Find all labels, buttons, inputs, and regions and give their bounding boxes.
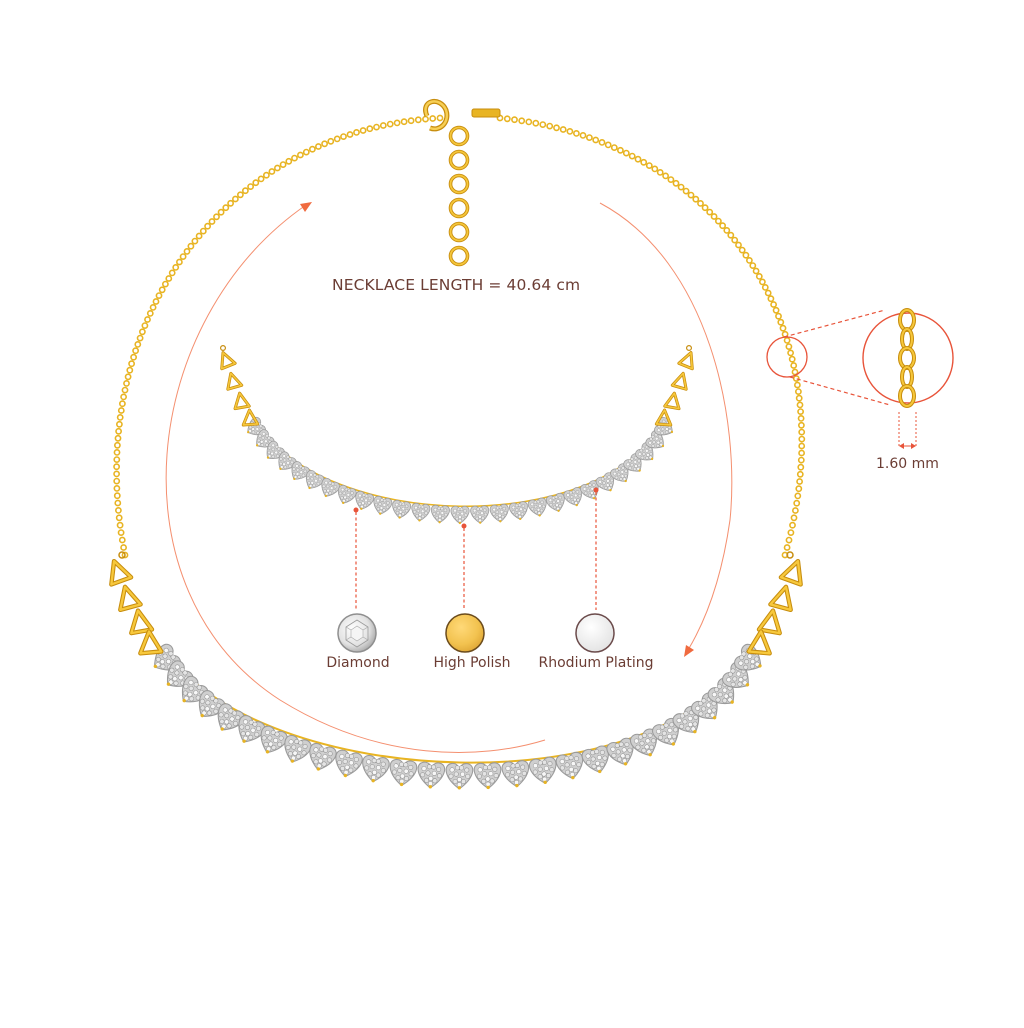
zoom-connector-lines bbox=[783, 309, 891, 406]
chain-width-label: 1.60 mm bbox=[876, 456, 939, 472]
lobster-clasp-icon bbox=[423, 99, 501, 132]
gold-links-right bbox=[746, 551, 803, 656]
gold-links-left bbox=[109, 551, 164, 656]
length-arrow-top-icon bbox=[300, 202, 312, 212]
diamond-icon bbox=[337, 613, 377, 653]
detail-gold-links-left bbox=[220, 345, 260, 427]
zoomed-chain-icon bbox=[898, 308, 916, 408]
width-dimension-marker bbox=[898, 412, 917, 447]
gold-swatch-icon bbox=[445, 613, 485, 653]
necklace-diamond-row bbox=[153, 643, 762, 790]
length-arrow-bottom-icon bbox=[684, 645, 694, 657]
necklace-detail-row bbox=[247, 416, 674, 525]
zoom-detail-circle bbox=[862, 312, 954, 404]
necklace-chain bbox=[113, 114, 806, 559]
necklace-length-label: NECKLACE LENGTH = 40.64 cm bbox=[332, 276, 581, 294]
length-arc-left bbox=[165, 204, 546, 753]
material-pointers bbox=[355, 492, 597, 610]
material-label-high-polish: High Polish bbox=[433, 655, 511, 671]
length-arc-right bbox=[599, 202, 733, 651]
rhodium-swatch-icon bbox=[575, 613, 615, 653]
detail-gold-links-right bbox=[654, 345, 694, 427]
zoom-source-circle bbox=[766, 336, 808, 378]
extender-chain bbox=[448, 125, 470, 267]
material-label-diamond: Diamond bbox=[326, 655, 390, 671]
material-label-rhodium-plating: Rhodium Plating bbox=[538, 655, 654, 671]
